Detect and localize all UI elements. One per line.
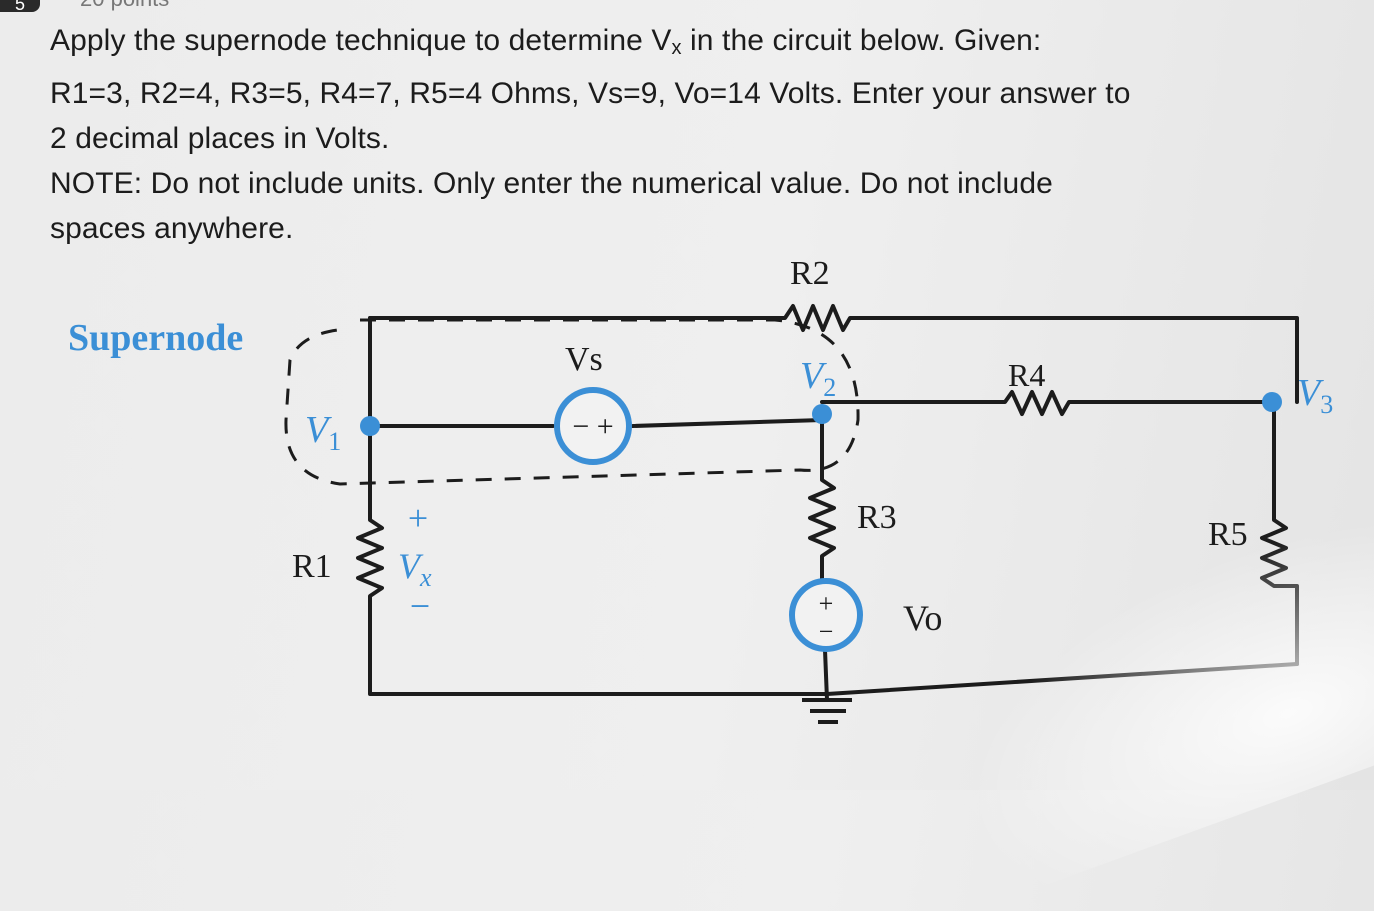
r2-label: R2 — [790, 255, 830, 292]
r5-wire — [1260, 400, 1299, 666]
node-v2-dot — [812, 404, 832, 424]
vx-label: Vx — [398, 546, 432, 592]
question-line-3: 2 decimal places in Volts. — [50, 122, 390, 155]
question-text: Apply the supernode technique to determi… — [50, 18, 1340, 251]
r1-wire — [356, 424, 1299, 696]
vs-source-circle — [554, 387, 632, 465]
supernode-boundary — [284, 318, 860, 486]
vx-minus: − — [410, 586, 430, 626]
middle-wire-left — [368, 316, 555, 428]
circuit-diagram: − + + − Supernode Vs R2 R4 R3 R5 R1 Vo V… — [68, 255, 1333, 724]
vo-minus-symbol: − — [819, 617, 834, 646]
top-wire — [368, 304, 1299, 404]
question-line-5: spaces anywhere. — [50, 212, 294, 245]
r5-label: R5 — [1208, 516, 1248, 553]
vo-plus-symbol: + — [819, 589, 834, 618]
vo-to-ground-wire — [823, 648, 829, 702]
r1-label: R1 — [292, 548, 332, 585]
vo-source-circle — [789, 578, 863, 652]
r4-wire — [820, 390, 1274, 416]
supernode-label: Supernode — [68, 317, 243, 359]
ground-symbol — [802, 698, 852, 724]
node-v3-dot — [1262, 392, 1282, 412]
question-line-1: Apply the supernode technique to determi… — [50, 24, 1042, 59]
question-number: 5 — [0, 0, 40, 14]
question-line-4: NOTE: Do not include units. Only enter t… — [50, 167, 1053, 200]
v1-label: V1 — [305, 409, 341, 456]
r4-label: R4 — [1008, 357, 1045, 393]
vs-label: Vs — [565, 341, 603, 378]
middle-wire-center — [631, 418, 824, 428]
r3-wire — [808, 418, 836, 582]
v2-label: V2 — [800, 355, 836, 402]
vo-label: Vo — [903, 598, 942, 638]
points-label: 20 points — [80, 0, 169, 12]
vs-source-symbol: − + — [572, 410, 613, 443]
question-line-2: R1=3, R2=4, R3=5, R4=7, R5=4 Ohms, Vs=9,… — [50, 77, 1131, 110]
node-v1-dot — [360, 416, 380, 436]
vx-plus: + — [408, 498, 428, 538]
v3-label: V3 — [1297, 372, 1333, 419]
r3-label: R3 — [857, 499, 897, 536]
